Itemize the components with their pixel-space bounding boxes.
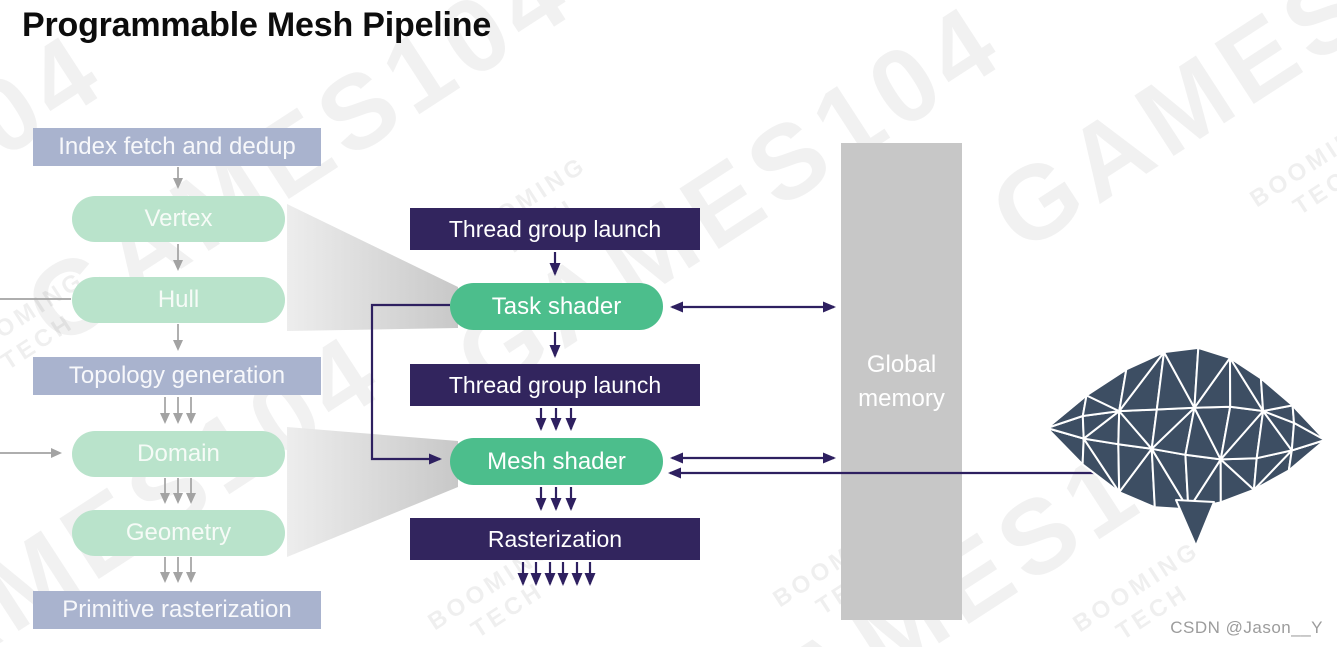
legacy-stage-domain: Domain bbox=[72, 431, 285, 477]
page-title: Programmable Mesh Pipeline bbox=[22, 6, 492, 44]
legacy-stage-primitive-rasterization: Primitive rasterization bbox=[33, 591, 321, 629]
global-memory-box: Global memory bbox=[841, 143, 962, 620]
legacy-stage-geometry: Geometry bbox=[72, 510, 285, 556]
legacy-stage-vertex: Vertex bbox=[72, 196, 285, 242]
mesh-stage-thread-group-launch-1: Thread group launch bbox=[410, 208, 700, 250]
mesh-stage-mesh-shader: Mesh shader bbox=[450, 438, 663, 485]
mesh-stage-task-shader: Task shader bbox=[450, 283, 663, 330]
watermark-credit: CSDN @Jason__Y bbox=[1170, 618, 1323, 637]
mesh-stage-thread-group-launch-2: Thread group launch bbox=[410, 364, 700, 406]
mesh-stage-rasterization: Rasterization bbox=[410, 518, 700, 560]
legacy-stage-topology-generation: Topology generation bbox=[33, 357, 321, 395]
legacy-stage-hull: Hull bbox=[72, 277, 285, 323]
legacy-stage-index-fetch-and-dedup: Index fetch and dedup bbox=[33, 128, 321, 166]
